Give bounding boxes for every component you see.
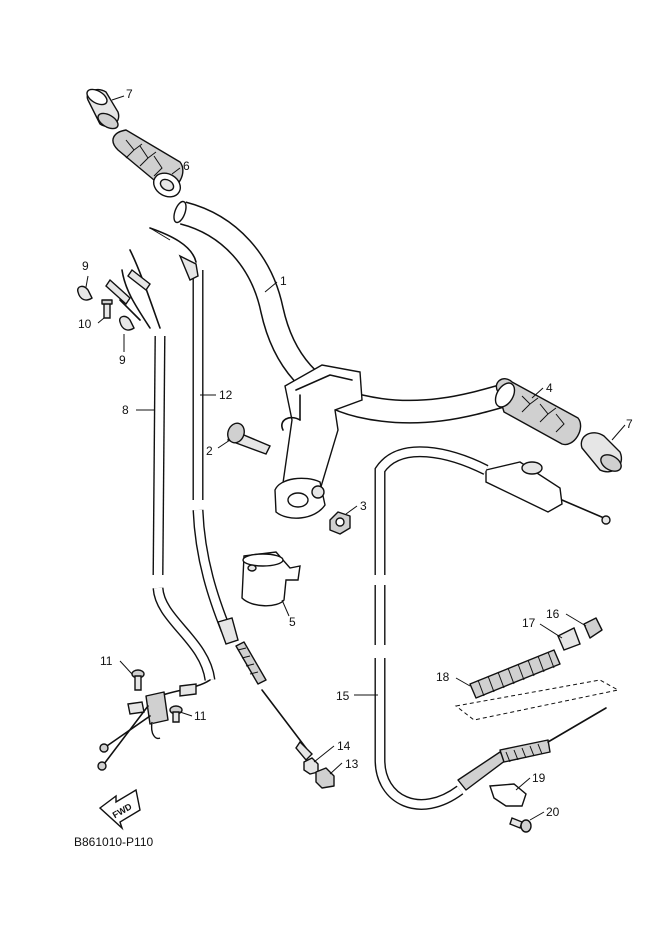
callout-3: 3 xyxy=(360,499,367,513)
spring-18 xyxy=(454,649,620,721)
throttle-cable-8 xyxy=(105,249,216,682)
leader-lines xyxy=(85,95,626,821)
callout-9-lower: 9 xyxy=(119,353,126,367)
callout-14: 14 xyxy=(337,739,351,753)
nut-16 xyxy=(583,617,603,639)
callout-13: 13 xyxy=(345,757,359,771)
bolt-2 xyxy=(227,422,271,455)
callout-5: 5 xyxy=(289,615,296,629)
grip-left xyxy=(112,129,184,198)
clip-9-lower xyxy=(118,315,135,331)
callout-9-upper: 9 xyxy=(82,259,89,273)
clip-9-upper xyxy=(76,285,93,301)
callout-12: 12 xyxy=(219,388,233,402)
callout-labels: 1 2 3 4 5 6 7 7 8 9 9 10 11 11 12 13 14 … xyxy=(78,87,633,819)
callout-19: 19 xyxy=(532,771,546,785)
grip-right xyxy=(494,378,582,446)
brake-lever-holder xyxy=(485,461,611,525)
end-cap-right xyxy=(580,432,623,473)
bracket-19 xyxy=(489,783,527,807)
screw-10 xyxy=(101,299,113,319)
bracket-5 xyxy=(241,551,301,607)
callout-17: 17 xyxy=(522,616,536,630)
nut-13 xyxy=(315,767,335,789)
cable-joint xyxy=(97,679,211,771)
callout-1: 1 xyxy=(280,274,287,288)
callout-16: 16 xyxy=(546,607,560,621)
screw-11-upper xyxy=(131,669,145,691)
callout-7-right: 7 xyxy=(626,417,633,431)
callout-20: 20 xyxy=(546,805,560,819)
callout-11-lower: 11 xyxy=(194,709,207,723)
callout-15: 15 xyxy=(336,689,350,703)
washer-17 xyxy=(557,627,581,651)
callout-6: 6 xyxy=(183,159,190,173)
bolt-20 xyxy=(509,817,532,833)
callout-4: 4 xyxy=(546,381,553,395)
throttle-cable-12 xyxy=(149,227,313,762)
nut-3 xyxy=(329,511,351,535)
brake-cable-15 xyxy=(374,446,607,810)
screw-11-lower xyxy=(169,705,183,723)
handlebar-holder xyxy=(274,364,363,519)
end-cap-left xyxy=(86,88,120,130)
callout-7-left: 7 xyxy=(126,87,133,101)
fwd-arrow-icon: FWD xyxy=(98,788,141,831)
handlebar xyxy=(173,200,509,424)
callout-10: 10 xyxy=(78,317,92,331)
diagram-code: B861010-P110 xyxy=(74,835,154,849)
callout-18: 18 xyxy=(436,670,450,684)
callout-2: 2 xyxy=(206,444,213,458)
callout-8: 8 xyxy=(122,403,129,417)
callout-11-upper: 11 xyxy=(100,654,113,668)
